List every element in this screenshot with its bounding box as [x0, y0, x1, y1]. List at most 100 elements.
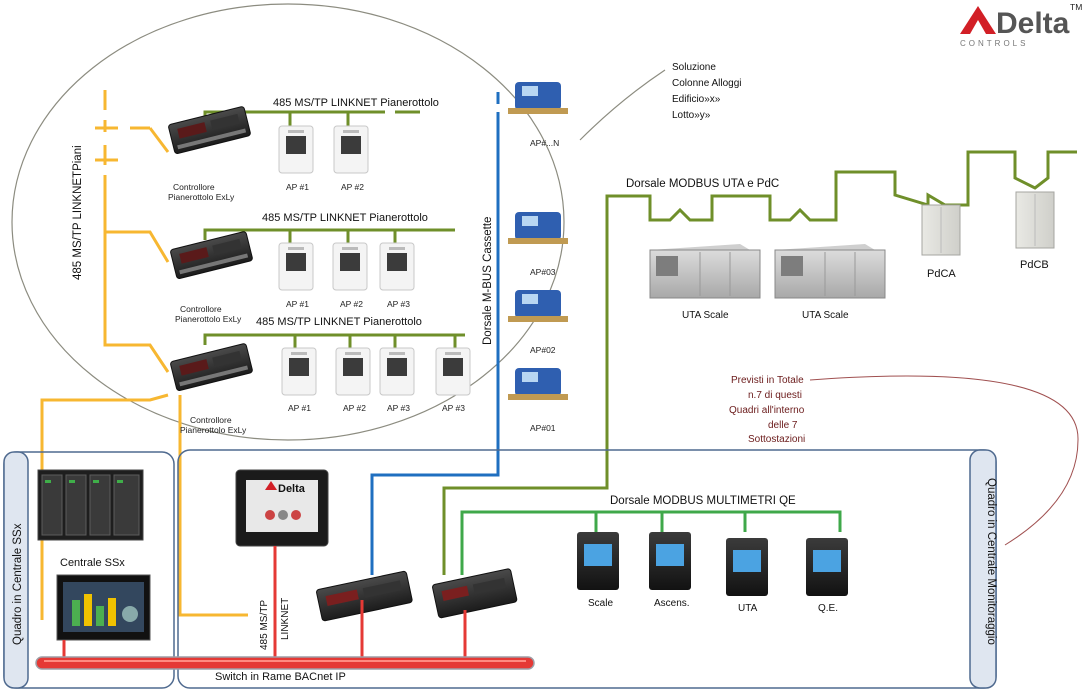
svg-text:delle 7: delle 7 [768, 420, 798, 431]
floor1-controller-label-2: Pianerottolo ExLy [168, 192, 235, 202]
floor1-ap-2: AP #2 [341, 182, 364, 192]
heat-meter-icon [508, 290, 568, 322]
thermostat-icon [435, 347, 471, 396]
heat-pump-panel-icon [921, 204, 961, 256]
heat-meter-icon [508, 368, 568, 400]
floor2-ap-3: AP #3 [387, 299, 410, 309]
meter-qe: Q.E. [818, 603, 838, 614]
heat-meter-icon [508, 212, 568, 244]
floor2-controller-label-1: Controllore [180, 304, 222, 314]
heat-meter-icon [508, 82, 568, 114]
modbus-uta-label: Dorsale MODBUS UTA e PdC [626, 178, 779, 190]
uta-unit-1: UTA Scale [649, 244, 761, 321]
centrale-ssx-device [37, 469, 144, 541]
floor2-ap-1: AP #1 [286, 299, 309, 309]
svg-text:Soluzione: Soluzione [672, 62, 716, 73]
bacnet-router-1 [316, 570, 413, 622]
floor3-ap-4: AP #3 [442, 403, 465, 413]
left-panel-title: Quadro in Centrale SSx [12, 523, 24, 645]
vertical-bus-label: 485 MS/TP LINKNETPiani [72, 145, 84, 280]
linknet-label-2: LINKNET [280, 598, 291, 640]
energy-meter-icon [806, 538, 848, 596]
floor1-controller-label-1: Controllore [173, 182, 215, 192]
svg-text:Previsti in Totale: Previsti in Totale [731, 375, 804, 386]
floor3-ap-1: AP #1 [288, 403, 311, 413]
brand-word: Delta [996, 7, 1070, 40]
mbus-meters: AP#...N AP#03 AP#02 AP#01 [508, 82, 568, 433]
delta-touchscreen: Delta [235, 469, 329, 547]
red-note: Previsti in Totale n.7 di questi Quadri … [729, 375, 805, 445]
bacnet-switch [35, 600, 535, 670]
floor1-thermostats: AP #1 AP #2 [278, 125, 369, 192]
floor3-controller-label-1: Controllore [190, 415, 232, 425]
uta-1-label: UTA Scale [682, 310, 729, 321]
linknet-label-1: 485 MS/TP [259, 600, 270, 650]
brand-tm: TM [1070, 2, 1082, 12]
air-handling-unit-icon [649, 244, 761, 299]
floor2-ap-2: AP #2 [340, 299, 363, 309]
thermostat-icon [278, 125, 314, 174]
mbus-meter-01: AP#01 [530, 423, 556, 433]
touch-brand: Delta [278, 483, 306, 495]
pdcb-label: PdCB [1020, 259, 1049, 271]
heat-pump-panel-icon [1015, 191, 1055, 249]
floor3-ap-3: AP #3 [387, 403, 410, 413]
mbus-meter-03: AP#03 [530, 267, 556, 277]
meter-ascens: Ascens. [654, 598, 690, 609]
floor3-controller-label-2: Pianerottolo ExLy [180, 425, 247, 435]
bubble-pointer [579, 69, 666, 141]
floor3-bus-label: 485 MS/TP LINKNET Pianerottolo [256, 316, 422, 328]
centrale-ssx-label: Centrale SSx [60, 557, 125, 569]
modbus-uta-bus [442, 150, 1077, 575]
multimeter-green-bus [460, 510, 842, 575]
thermostat-icon [333, 125, 369, 174]
mbus-meter-n: AP#...N [530, 138, 559, 148]
thermostat-icon [281, 347, 317, 396]
uta-2-label: UTA Scale [802, 310, 849, 321]
svg-text:Colonne Alloggi: Colonne Alloggi [672, 78, 742, 89]
right-panel-title: Quadro in Centrale Monitoraggio [985, 478, 997, 645]
switch-label: Switch in Rame BACnet IP [215, 671, 346, 683]
thermostat-icon [379, 242, 415, 291]
meter-uta: UTA [738, 603, 758, 614]
thermostat-icon [335, 347, 371, 396]
delta-controls-logo: Delta CONTROLS TM [960, 2, 1082, 48]
energy-meter-icon [726, 538, 768, 596]
multimeter-bus-label: Dorsale MODBUS MULTIMETRI QE [610, 495, 796, 507]
floor1-controller: Controllore Pianerottolo ExLy [168, 106, 251, 202]
air-handling-unit-icon [774, 244, 886, 299]
red-note-connector [809, 375, 1079, 546]
mbus-label: Dorsale M-BUS Cassette [482, 217, 494, 345]
building-ellipse [11, 3, 565, 441]
brand-tagline: CONTROLS [960, 39, 1028, 48]
floor1-bus-label: 485 MS/TP LINKNET Pianerottolo [273, 97, 439, 109]
meter-scale: Scale [588, 598, 613, 609]
ssx-touch-display [56, 574, 151, 641]
energy-meter-icon [649, 532, 691, 590]
floor3-controller: Controllore Pianerottolo ExLy [170, 343, 253, 435]
energy-meter-icon [577, 532, 619, 590]
thermostat-icon [332, 242, 368, 291]
thermostat-icon [278, 242, 314, 291]
pdcb-unit: PdCB [1015, 191, 1055, 271]
uta-unit-2: UTA Scale [774, 244, 886, 321]
svg-text:n.7 di questi: n.7 di questi [748, 390, 802, 401]
multimeters: Scale Ascens. UTA Q.E. [577, 532, 848, 614]
thermostat-icon [379, 347, 415, 396]
floor2-thermostats: AP #1 AP #2 AP #3 [278, 242, 415, 309]
svg-text:Edificio»x»: Edificio»x» [672, 94, 721, 105]
floor3-thermostats: AP #1 AP #2 AP #3 AP #3 [281, 347, 471, 413]
mbus-blue-bus [370, 112, 500, 575]
svg-text:Sottostazioni: Sottostazioni [748, 434, 805, 445]
svg-text:Lotto»y»: Lotto»y» [672, 110, 711, 121]
svg-text:Quadri all'interno: Quadri all'interno [729, 405, 805, 416]
pdca-unit: PdCA [921, 204, 961, 280]
floor1-ap-1: AP #1 [286, 182, 309, 192]
floor2-controller-label-2: Pianerottolo ExLy [175, 314, 242, 324]
bacnet-router-2 [432, 568, 518, 619]
pdca-label: PdCA [927, 268, 956, 280]
floor2-controller: Controllore Pianerottolo ExLy [170, 231, 253, 324]
floor3-ap-2: AP #2 [343, 403, 366, 413]
bubble-note: Soluzione Colonne Alloggi Edificio»x» Lo… [672, 62, 742, 121]
